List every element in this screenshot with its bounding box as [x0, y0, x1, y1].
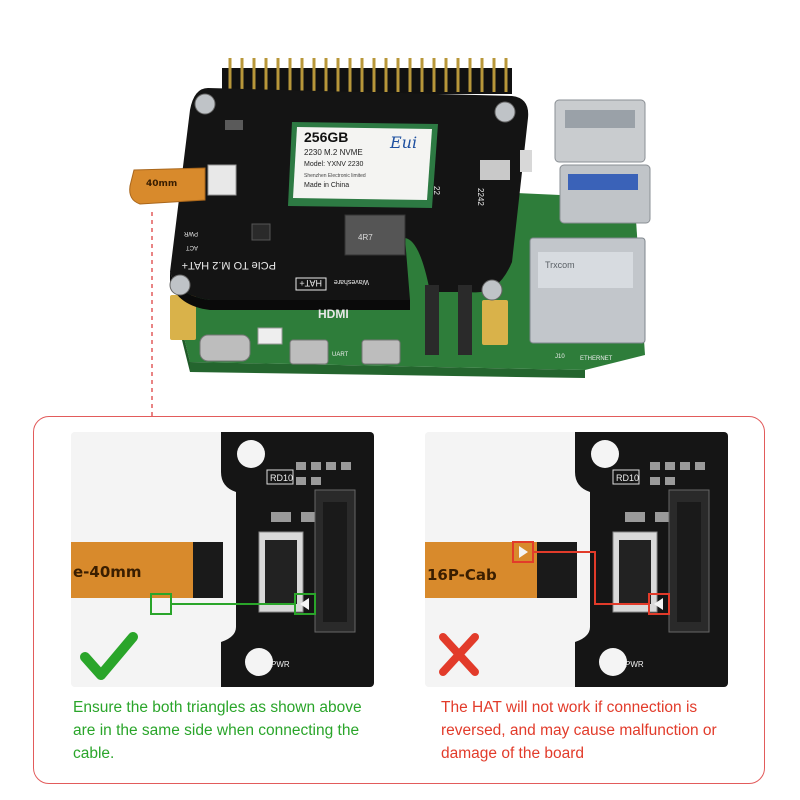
- size-2242-label: 2242: [476, 188, 485, 206]
- ssd-brand: Eui: [389, 133, 417, 152]
- incorrect-connection-caption: The HAT will not work if connection is r…: [441, 699, 717, 762]
- act-label: ACT: [186, 244, 198, 250]
- gpio-header: [222, 58, 512, 94]
- incorrect-connection-image: RD10 16P-Cab PWR: [425, 432, 728, 687]
- hdmi-label: HDMI: [318, 307, 349, 321]
- bad-cable-triangle-icon: [519, 546, 528, 558]
- pi-front-ports: UART HDMI J10 ETHERNET: [199, 285, 613, 365]
- ssd-type: 2230 M.2 NVME: [304, 148, 363, 157]
- pwr-label: PWR: [183, 230, 198, 236]
- inductor-label: 4R7: [358, 233, 373, 242]
- photo-cable-text: 40mm: [146, 179, 177, 189]
- bad-connector-triangle-marker: [648, 593, 670, 615]
- cross-icon: [439, 633, 479, 676]
- good-cable-label: e-40mm: [73, 563, 142, 581]
- connection-guide-panel: [33, 416, 765, 784]
- good-connector-triangle-icon: [300, 598, 309, 610]
- good-board-label: RD10: [270, 473, 293, 483]
- bad-connector-triangle-icon: [654, 598, 663, 610]
- size-22-label: 22: [432, 186, 441, 195]
- check-icon: [80, 632, 138, 680]
- correct-connection-image: RD10 e-40mm PWR: [71, 432, 374, 687]
- svg-text:Trxcom: Trxcom: [545, 260, 575, 270]
- standoffs: [170, 295, 508, 345]
- ffc-cable: 40mm: [129, 167, 206, 205]
- ethernet-label: ETHERNET: [580, 356, 613, 362]
- ethernet-port: Trxcom: [529, 237, 646, 344]
- hat-badge: HAT+: [299, 278, 322, 288]
- brand-text: Waveshare: [334, 278, 369, 285]
- j10-label: J10: [555, 354, 565, 360]
- bad-board-label: RD10: [616, 473, 639, 483]
- bad-pwr-label: PWR: [625, 660, 644, 669]
- uart-label: UART: [332, 352, 349, 358]
- ssd-model: Model: YXNV 2230: [304, 161, 364, 168]
- correct-connection-caption: Ensure the both triangles as shown above…: [73, 699, 362, 762]
- bad-cable-label: 16P-Cab: [427, 566, 497, 584]
- hat-silkscreen: PCIe TO M.2 HAT+ HAT+ Waveshare 2242 22 …: [182, 186, 485, 291]
- usb-ports: [554, 99, 651, 224]
- good-connector-triangle-marker: [294, 593, 316, 615]
- ssd-maker: Shenzhen Electronic limited: [304, 173, 366, 179]
- hat-title: PCIe TO M.2 HAT+: [182, 259, 276, 271]
- correct-connection-card: RD10 e-40mm PWR: [71, 432, 374, 687]
- product-photo: Trxcom: [129, 58, 651, 378]
- nvme-ssd: 256GB 2230 M.2 NVME Model: YXNV 2230 She…: [288, 122, 438, 208]
- good-cable-triangle-icon: [157, 598, 166, 610]
- ssd-origin: Made in China: [304, 182, 349, 189]
- good-pwr-label: PWR: [271, 660, 290, 669]
- ssd-capacity: 256GB: [304, 129, 348, 145]
- incorrect-connection-card: RD10 16P-Cab PWR: [425, 432, 728, 687]
